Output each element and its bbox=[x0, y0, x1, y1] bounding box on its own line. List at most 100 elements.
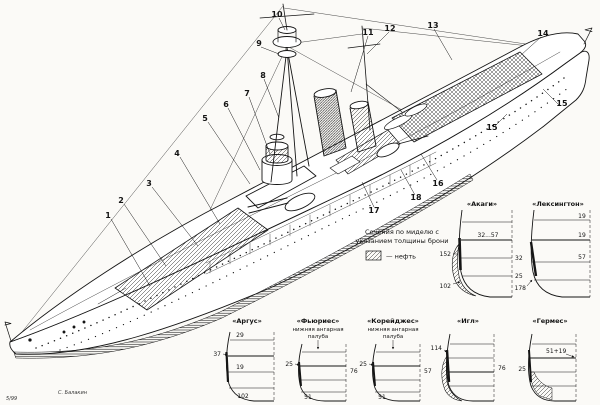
callout-layer: 1 2 3 4 5 6 7 8 9 10 11 12 13 14 15 15 1… bbox=[105, 10, 568, 287]
callout-number: 1 bbox=[105, 211, 111, 220]
callout-leader-lines bbox=[110, 17, 560, 287]
section-subtitle: палуба bbox=[383, 334, 404, 340]
section-ship-name: «Корейджес» bbox=[367, 317, 419, 325]
section-deck-lines bbox=[460, 221, 512, 277]
internal-deck-line bbox=[205, 162, 437, 275]
armor-value: 51+19 bbox=[546, 348, 566, 355]
callout-number: 4 bbox=[174, 149, 180, 158]
fore-funnel bbox=[313, 89, 347, 157]
section-armor-belt bbox=[298, 361, 302, 387]
capstan bbox=[82, 320, 86, 324]
waterline-band bbox=[13, 173, 474, 359]
chart-house bbox=[265, 145, 289, 164]
top-drum-sides bbox=[277, 29, 297, 43]
anchor-hawse bbox=[28, 338, 32, 342]
aft-turret bbox=[376, 135, 429, 158]
section-hermes: «Гермес» 51+19 25 bbox=[518, 317, 577, 402]
callout-number: 18 bbox=[410, 193, 422, 202]
section-ship-name: «Гермес» bbox=[532, 317, 567, 325]
section-ship-name: «Игл» bbox=[457, 317, 479, 325]
section-bulge-oil bbox=[441, 355, 463, 402]
section-ship-name: «Фьюриес» bbox=[297, 317, 340, 325]
section-hull-shell bbox=[372, 343, 420, 402]
armor-value: 25 bbox=[518, 366, 526, 373]
section-ship-name: «Аргус» bbox=[232, 317, 262, 325]
measure-arrow bbox=[565, 353, 575, 358]
fighting-top bbox=[272, 36, 302, 48]
armor-value: 152 bbox=[440, 251, 452, 258]
signal-yard bbox=[259, 13, 315, 19]
section-armor-belt bbox=[225, 351, 230, 383]
date-mark: 5/99 bbox=[6, 396, 17, 402]
section-ship-name: «Акаги» bbox=[467, 200, 497, 208]
callout-number: 9 bbox=[256, 39, 262, 48]
callout-number: 5 bbox=[202, 114, 208, 123]
section-ship-name: «Лексингтон» bbox=[532, 200, 584, 208]
legend-caption-line2: указанием толщины брони bbox=[356, 237, 449, 245]
deckhouse bbox=[329, 155, 361, 175]
armor-value: 19 bbox=[236, 364, 244, 371]
legend-oil-label: — нефть bbox=[386, 253, 416, 261]
forward-flying-off-deck bbox=[114, 207, 269, 311]
oil-swatch-icon bbox=[365, 250, 382, 261]
section-hull-shell bbox=[458, 209, 512, 298]
tripod-foremast bbox=[259, 3, 315, 183]
measure-arrow bbox=[294, 363, 300, 366]
callout-numbers: 1 2 3 4 5 6 7 8 9 10 11 12 13 14 15 15 1… bbox=[105, 10, 568, 220]
tripod-legs bbox=[270, 47, 310, 183]
section-armor-belt bbox=[458, 237, 462, 271]
topmast bbox=[282, 3, 288, 31]
section-bulge-oil bbox=[451, 242, 477, 297]
conning-tower bbox=[261, 159, 293, 185]
callout-number: 7 bbox=[244, 89, 250, 98]
armor-value: 29 bbox=[236, 332, 244, 339]
lower-top-platform bbox=[277, 50, 297, 58]
forestay-line bbox=[21, 5, 284, 333]
callout-number: 16 bbox=[432, 179, 444, 188]
gun-barrel bbox=[397, 135, 429, 145]
capstan bbox=[62, 330, 66, 334]
section-hull-shell bbox=[530, 209, 590, 298]
callout-number: 3 bbox=[146, 179, 152, 188]
callout-number: 8 bbox=[260, 71, 266, 80]
section-armor-belt bbox=[372, 361, 376, 387]
capstan bbox=[72, 325, 76, 329]
section-akagi: «Акаги» 32...57 152 32 25 102 bbox=[440, 200, 523, 298]
measure-arrow bbox=[443, 349, 448, 353]
armor-value: 32 bbox=[515, 255, 523, 262]
artist-signature: С. Балакин bbox=[58, 390, 88, 396]
armor-value: 102 bbox=[237, 393, 249, 400]
gun-barrels bbox=[247, 197, 289, 214]
callout-number: 11 bbox=[362, 28, 374, 37]
armor-value: 25 bbox=[285, 361, 293, 368]
section-courageous: «Корейджес» нижняя ангарная палуба 25 51… bbox=[359, 317, 432, 402]
section-hull-shell bbox=[298, 343, 346, 402]
measure-arrows bbox=[452, 253, 460, 284]
fore-turret bbox=[247, 192, 316, 214]
armor-value: 51 bbox=[378, 394, 386, 401]
section-deck-lines bbox=[373, 351, 420, 393]
measure-arrow bbox=[526, 279, 533, 287]
section-furious: «Фьюриес» нижняя ангарная палуба 25 51 7… bbox=[285, 317, 358, 402]
section-deck-lines bbox=[227, 339, 274, 389]
callout-number: 17 bbox=[368, 206, 379, 215]
section-subtitle: нижняя ангарная bbox=[367, 327, 418, 333]
armor-value: 25 bbox=[515, 273, 523, 280]
section-armor-belt bbox=[529, 241, 538, 277]
section-deck-lines bbox=[532, 219, 590, 281]
callout-number: 15 bbox=[486, 123, 498, 132]
armor-value: 19 bbox=[578, 232, 586, 239]
fore-funnel-cap bbox=[313, 88, 337, 98]
section-deck-lines bbox=[448, 343, 494, 387]
jack-staff bbox=[4, 321, 12, 342]
section-deck-lines bbox=[299, 351, 346, 393]
section-hull-shell bbox=[226, 331, 274, 402]
armor-value: 25 bbox=[359, 361, 367, 368]
callout-number: 13 bbox=[427, 21, 438, 30]
armor-value: 32...57 bbox=[478, 232, 499, 239]
armor-value: 102 bbox=[440, 283, 452, 290]
main-yard bbox=[347, 43, 381, 49]
ship-drawing bbox=[4, 3, 593, 359]
armor-value: 57 bbox=[578, 254, 586, 261]
